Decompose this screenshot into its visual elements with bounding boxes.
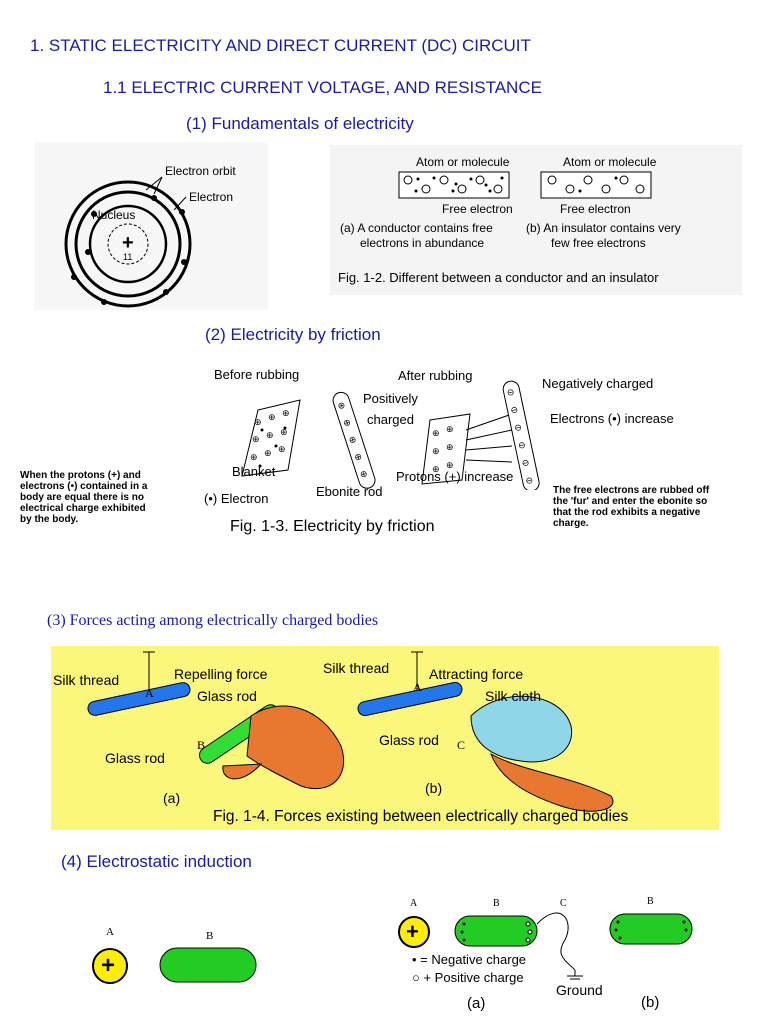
free-electron-label-b: Free electron [560, 202, 631, 216]
ebonite-rod-label: Ebonite rod [316, 484, 383, 499]
svg-text:⊖: ⊖ [510, 404, 519, 415]
conductor-block [398, 171, 510, 199]
svg-text:⊕: ⊕ [282, 408, 290, 418]
friction-diagram: ⊕ ⊕ ⊕ ⊕ ⊕ ⊕ ⊕ ⊕ ⊕ ⊕ ⊕ ⊕ ⊕ ⊕ ⊕ ⊕ ⊕ ⊕ ⊕ ⊕ ⊖ ⊖ ⊖ ⊖ ⊖ ⊖ [241, 380, 540, 490]
svg-text:⊕: ⊕ [268, 412, 276, 422]
insulator-text-1: (b) An insulator contains very [526, 221, 681, 235]
silk-thread-label-a: Silk thread [53, 672, 120, 688]
forces-diagram [87, 651, 614, 812]
heading-forces: (3) Forces acting among electrically cha… [47, 612, 379, 629]
silk-thread-label-b: Silk thread [323, 660, 390, 676]
electron-label: Electron [189, 190, 234, 204]
after-rubbing-label: After rubbing [398, 368, 473, 383]
fig-1-3-caption: Fig. 1-3. Electricity by friction [230, 518, 435, 535]
heading-friction: (2) Electricity by friction [205, 325, 381, 344]
svg-text:⊕: ⊕ [280, 427, 288, 437]
label-a: A [145, 686, 154, 700]
left-label-a: A [106, 926, 114, 938]
ground-label: Ground [556, 982, 603, 998]
silk-cloth-label: Silk cloth [485, 688, 542, 704]
glass-rod-label-bottom: Glass rod [105, 750, 165, 766]
svg-text:⊕: ⊕ [254, 417, 262, 427]
repelling-force-label: Repelling force [174, 666, 268, 682]
svg-text:⊕: ⊕ [347, 434, 357, 446]
negative-charge-legend: • = Negative charge [412, 952, 527, 967]
sub-label-b: (b) [425, 780, 443, 796]
svg-text:⊕: ⊕ [359, 468, 369, 480]
svg-text:⊕: ⊕ [342, 417, 352, 429]
label-b: B [197, 738, 206, 752]
induction-diagram [92, 912, 693, 984]
svg-text:⊕: ⊕ [446, 424, 454, 434]
right-label-b: B [493, 898, 500, 909]
svg-text:⊕: ⊕ [336, 400, 346, 412]
svg-text:⊖: ⊖ [517, 439, 526, 450]
svg-text:⊖: ⊖ [513, 422, 522, 433]
positively-label: Positively [363, 391, 418, 406]
right-label-a: A [410, 898, 418, 909]
svg-text:⊖: ⊖ [521, 457, 530, 468]
conductor-text-1: (a) A conductor contains free [340, 221, 493, 235]
positive-charge-legend: ○ + Positive charge [412, 970, 524, 985]
heading-section-1-1: 1.1 ELECTRIC CURRENT VOLTAGE, AND RESIST… [103, 78, 542, 97]
svg-text:⊕: ⊕ [432, 464, 440, 474]
fig-1-3: Before rubbing After rubbing Positively … [0, 360, 768, 550]
svg-text:⊖: ⊖ [525, 475, 534, 486]
fig-1-4-caption: Fig. 1-4. Forces existing between electr… [213, 808, 629, 825]
svg-text:⊕: ⊕ [278, 444, 286, 454]
nucleus-number: 11 [123, 252, 133, 262]
right-label-b2: B [647, 896, 654, 907]
electron-orbit-label: Electron orbit [165, 164, 236, 178]
electrons-increase-label: Electrons (•) increase [550, 411, 674, 426]
fig-1-2-caption: Fig. 1-2. Different between a conductor … [338, 270, 659, 285]
induction-figure: + + A B A B C B • = Negative charge ○ + … [0, 890, 768, 1024]
svg-text:⊕: ⊕ [264, 448, 272, 458]
nucleus-plus: + [122, 232, 134, 254]
svg-text:⊕: ⊕ [446, 460, 454, 470]
negatively-charged-label: Negatively charged [542, 376, 654, 391]
sub-label-a: (a) [163, 790, 181, 806]
svg-text:⊕: ⊕ [250, 452, 258, 462]
right-sphere-plus: + [406, 919, 419, 944]
heading-section-1: 1. STATIC ELECTRICITY AND DIRECT CURRENT… [30, 36, 531, 55]
svg-text:⊕: ⊕ [353, 451, 363, 463]
conductor-text-2: electrons in abundance [360, 236, 485, 250]
atom-molecule-label-a: Atom or molecule [416, 155, 510, 169]
fig-1-2: Atom or molecule Atom or molecule Free e… [330, 145, 742, 295]
svg-text:⊕: ⊕ [266, 430, 274, 440]
free-electron-label-a: Free electron [442, 202, 513, 216]
svg-text:⊕: ⊕ [252, 434, 260, 444]
atom-molecule-label-b: Atom or molecule [563, 155, 657, 169]
before-rubbing-label: Before rubbing [214, 367, 300, 382]
left-label-b: B [206, 930, 214, 942]
charged-label: charged [367, 412, 414, 427]
sub-label-b-induction: (b) [641, 994, 660, 1011]
svg-text:⊖: ⊖ [506, 387, 515, 398]
label-c: C [457, 738, 466, 752]
right-label-c: C [560, 898, 567, 909]
svg-text:⊕: ⊕ [432, 428, 440, 438]
glass-rod-label-b: Glass rod [379, 732, 439, 748]
fig-1-4: Silk thread Repelling force Glass rod A … [51, 646, 719, 830]
sub-label-a-induction: (a) [467, 995, 486, 1012]
protons-increase-label: Protons (+) increase [396, 469, 514, 484]
insulator-text-2: few free electrons [551, 236, 646, 250]
insulator-block [540, 171, 652, 199]
heading-induction: (4) Electrostatic induction [61, 852, 252, 871]
heading-fundamentals: (1) Fundamentals of electricity [186, 114, 414, 133]
glass-rod-label-top: Glass rod [197, 688, 257, 704]
electron-legend-label: (•) Electron [204, 491, 269, 506]
label-a2: A [413, 680, 422, 694]
left-sphere-plus: + [101, 952, 116, 979]
attracting-force-label: Attracting force [429, 666, 524, 682]
atom-figure: Electron orbit Electron Nucleus + 11 [34, 142, 268, 310]
svg-text:⊕: ⊕ [446, 442, 454, 452]
atom-diagram [64, 176, 192, 308]
svg-text:⊕: ⊕ [432, 446, 440, 456]
blanket-label: Blanket [232, 464, 276, 479]
nucleus-label: Nucleus [92, 208, 136, 222]
